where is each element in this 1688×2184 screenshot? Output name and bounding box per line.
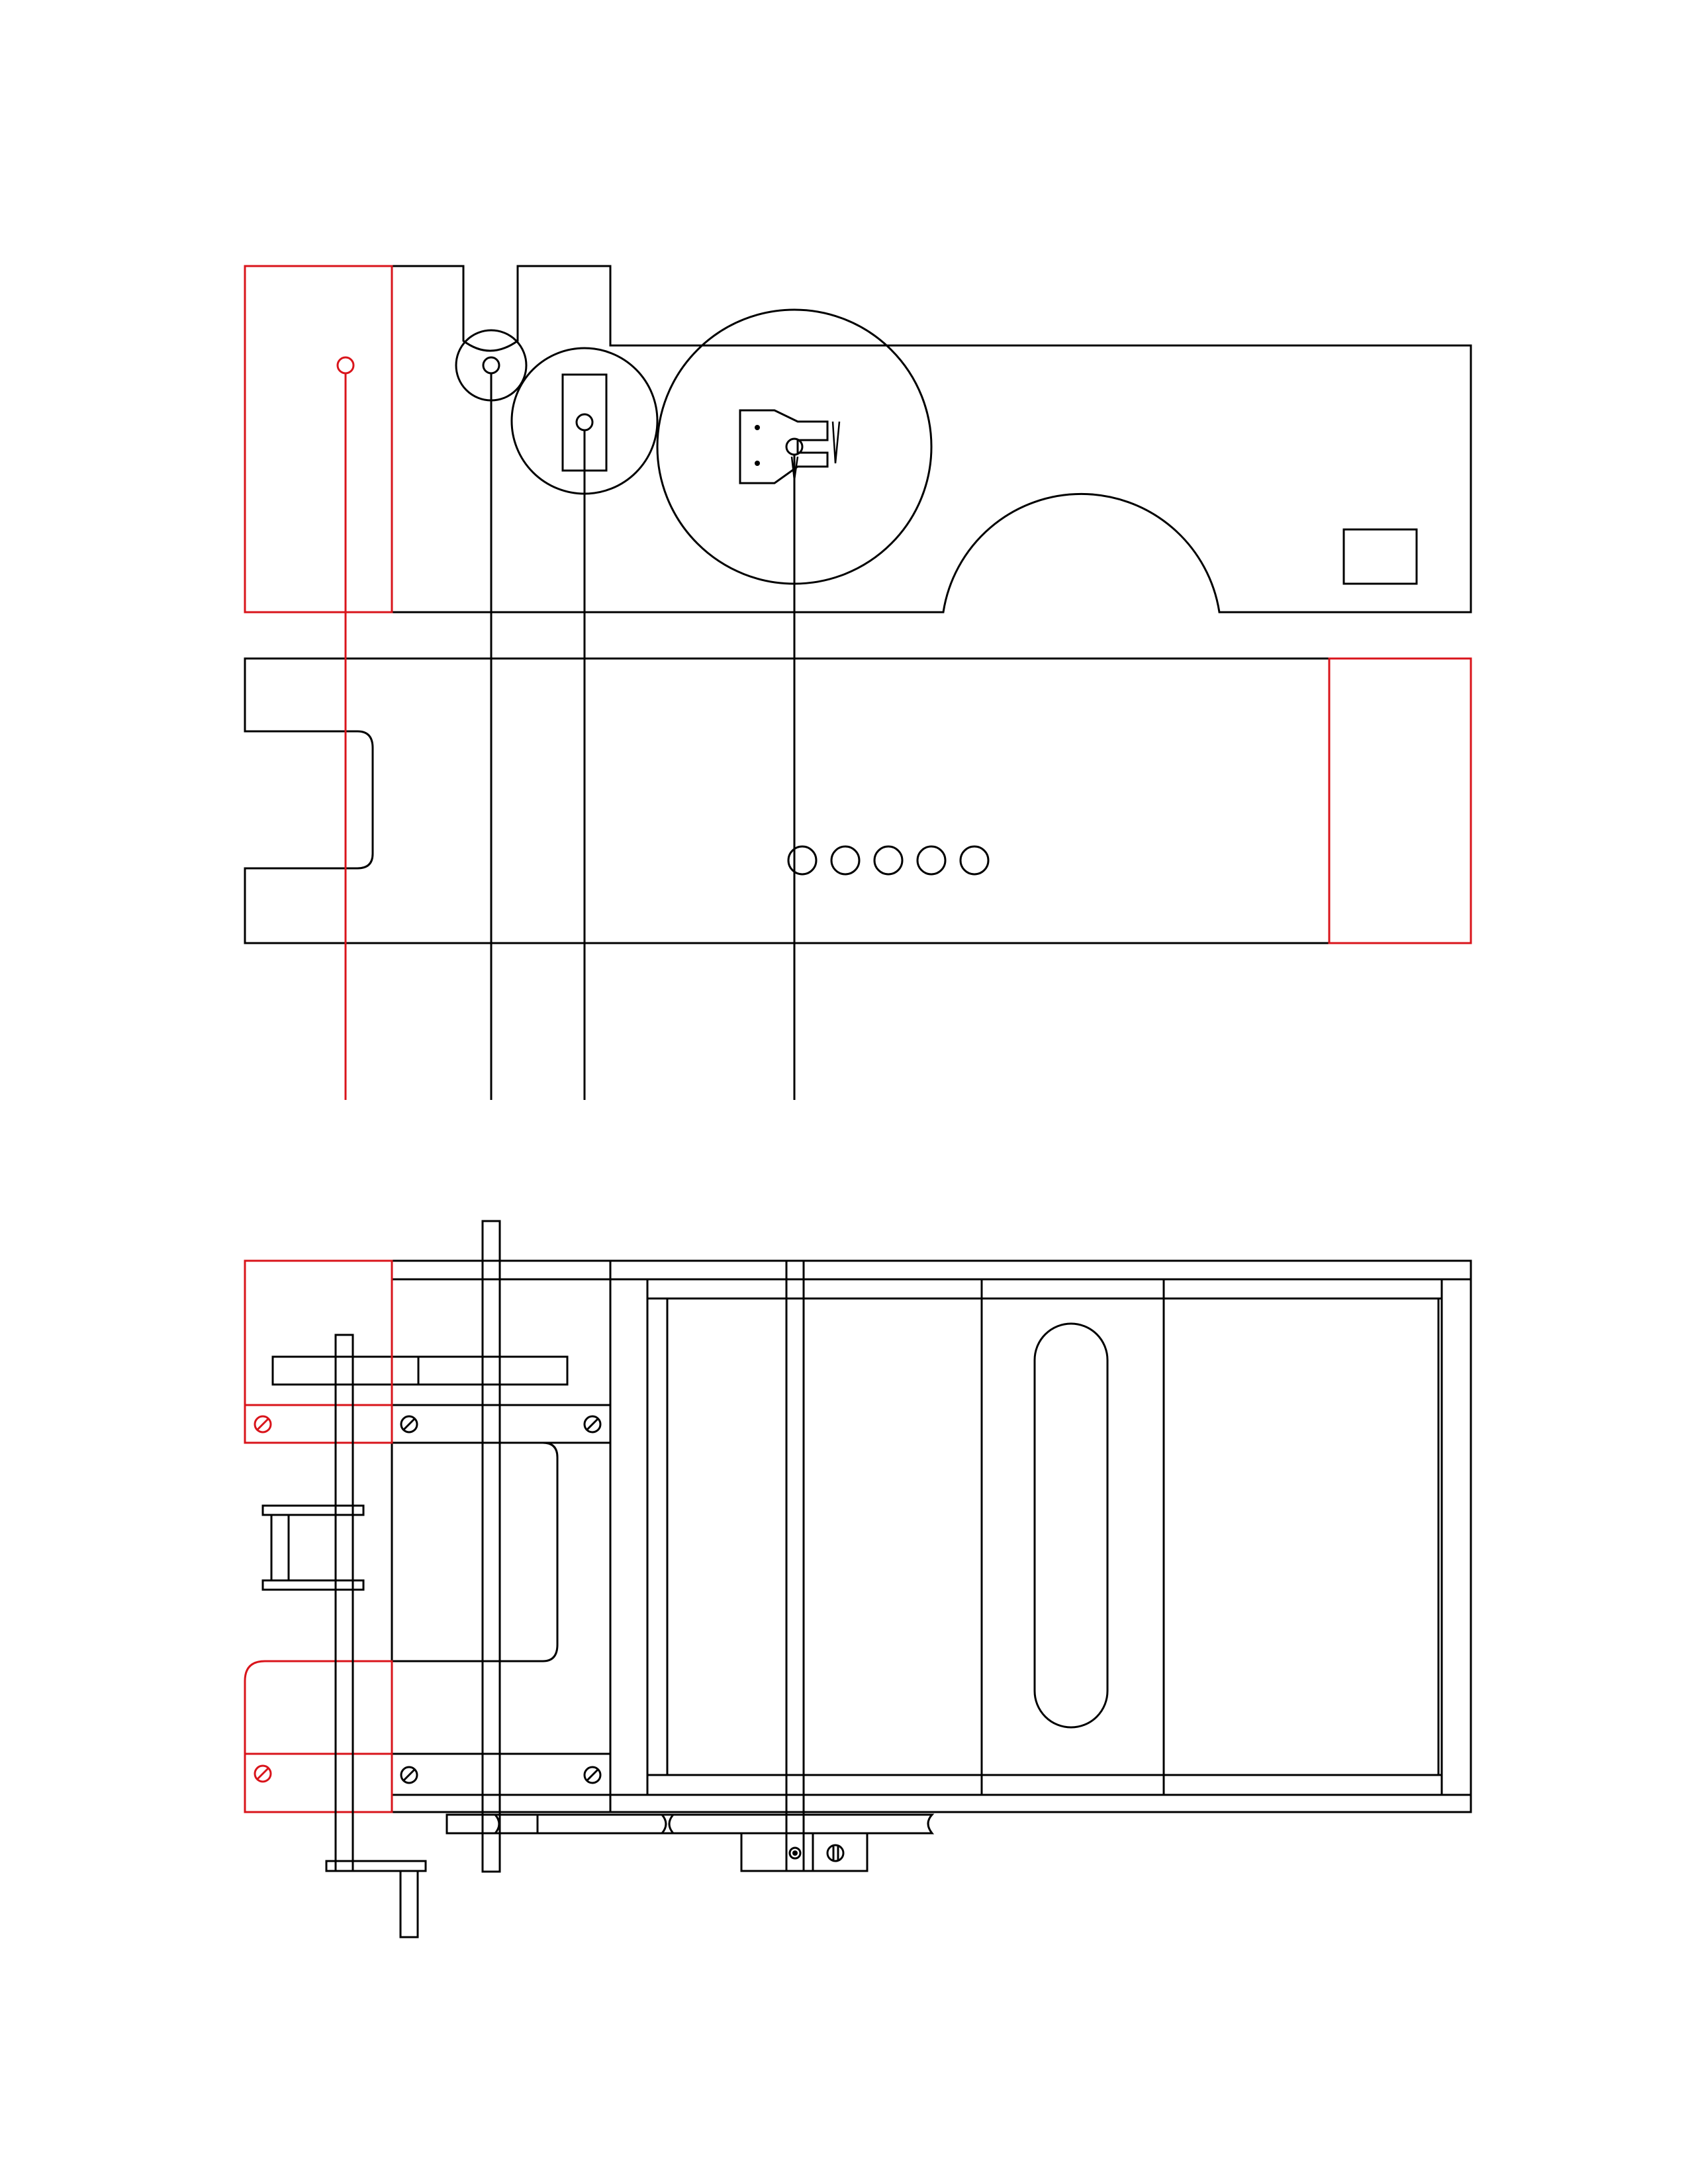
side-window bbox=[1342, 528, 1418, 585]
hole-row bbox=[787, 845, 990, 876]
plan-outer-frame bbox=[391, 1259, 1472, 1813]
hole-2 bbox=[830, 845, 861, 876]
slider-pin bbox=[788, 1846, 802, 1860]
bottom-rail-cap bbox=[494, 1814, 500, 1834]
side-red-pivot-hole bbox=[336, 356, 355, 375]
plan-red-lower-block bbox=[244, 1660, 393, 1813]
bottom-rail bbox=[445, 1813, 935, 1835]
screw-lower-right bbox=[583, 1766, 602, 1784]
linkage-rod-vertical bbox=[334, 1334, 354, 1872]
clamp-spring bbox=[790, 421, 841, 480]
center-slider-rod bbox=[785, 1259, 805, 1872]
left-block-upper bbox=[391, 1278, 612, 1406]
upper-bar bbox=[271, 1355, 569, 1386]
linkage-arm-lower bbox=[261, 1579, 365, 1591]
bottom-rail-joint bbox=[661, 1814, 675, 1834]
lower-screw-plate bbox=[391, 1752, 612, 1796]
screw-lower-left bbox=[400, 1766, 418, 1784]
side-body-outline bbox=[391, 265, 1472, 614]
bottom-clamp-screw bbox=[826, 1844, 845, 1862]
front-elevation-view bbox=[244, 657, 1472, 944]
hole-1 bbox=[787, 845, 818, 876]
linkage-link bbox=[270, 1514, 290, 1582]
side-elevation-view bbox=[244, 265, 1472, 614]
bottom-foot-bar bbox=[325, 1860, 427, 1872]
center-channel bbox=[392, 1441, 559, 1662]
clamp-dot-2 bbox=[755, 461, 760, 466]
small-roller-hole bbox=[482, 356, 500, 375]
plan-view bbox=[244, 1220, 1472, 1938]
clamp-dot-1 bbox=[755, 425, 760, 430]
hole-4 bbox=[916, 845, 947, 876]
projection-lines bbox=[344, 373, 796, 1100]
long-slot bbox=[1033, 1322, 1109, 1729]
clamp-block bbox=[739, 409, 829, 484]
side-red-end-block bbox=[244, 265, 393, 614]
large-wheel-hole bbox=[785, 437, 804, 456]
screw-red-upper bbox=[254, 1415, 272, 1433]
inner-tray-inner bbox=[666, 1297, 1440, 1776]
hole-3 bbox=[873, 845, 904, 876]
inner-tray-outer bbox=[646, 1278, 1443, 1796]
linkage-arm-upper bbox=[261, 1504, 365, 1516]
hole-5 bbox=[959, 845, 990, 876]
main-shaft bbox=[481, 1220, 501, 1873]
screw-red-lower bbox=[254, 1764, 272, 1783]
medium-wheel-hole bbox=[575, 413, 594, 432]
slider-pin-core bbox=[792, 1850, 798, 1856]
front-red-end-block bbox=[1328, 657, 1472, 944]
plan-red-upper-block bbox=[244, 1259, 393, 1444]
screw-upper-left bbox=[400, 1415, 418, 1433]
front-body-outline bbox=[244, 657, 1331, 944]
upper-screw-plate bbox=[391, 1404, 612, 1444]
bottom-foot-post bbox=[399, 1870, 419, 1938]
screw-upper-right bbox=[583, 1415, 602, 1433]
